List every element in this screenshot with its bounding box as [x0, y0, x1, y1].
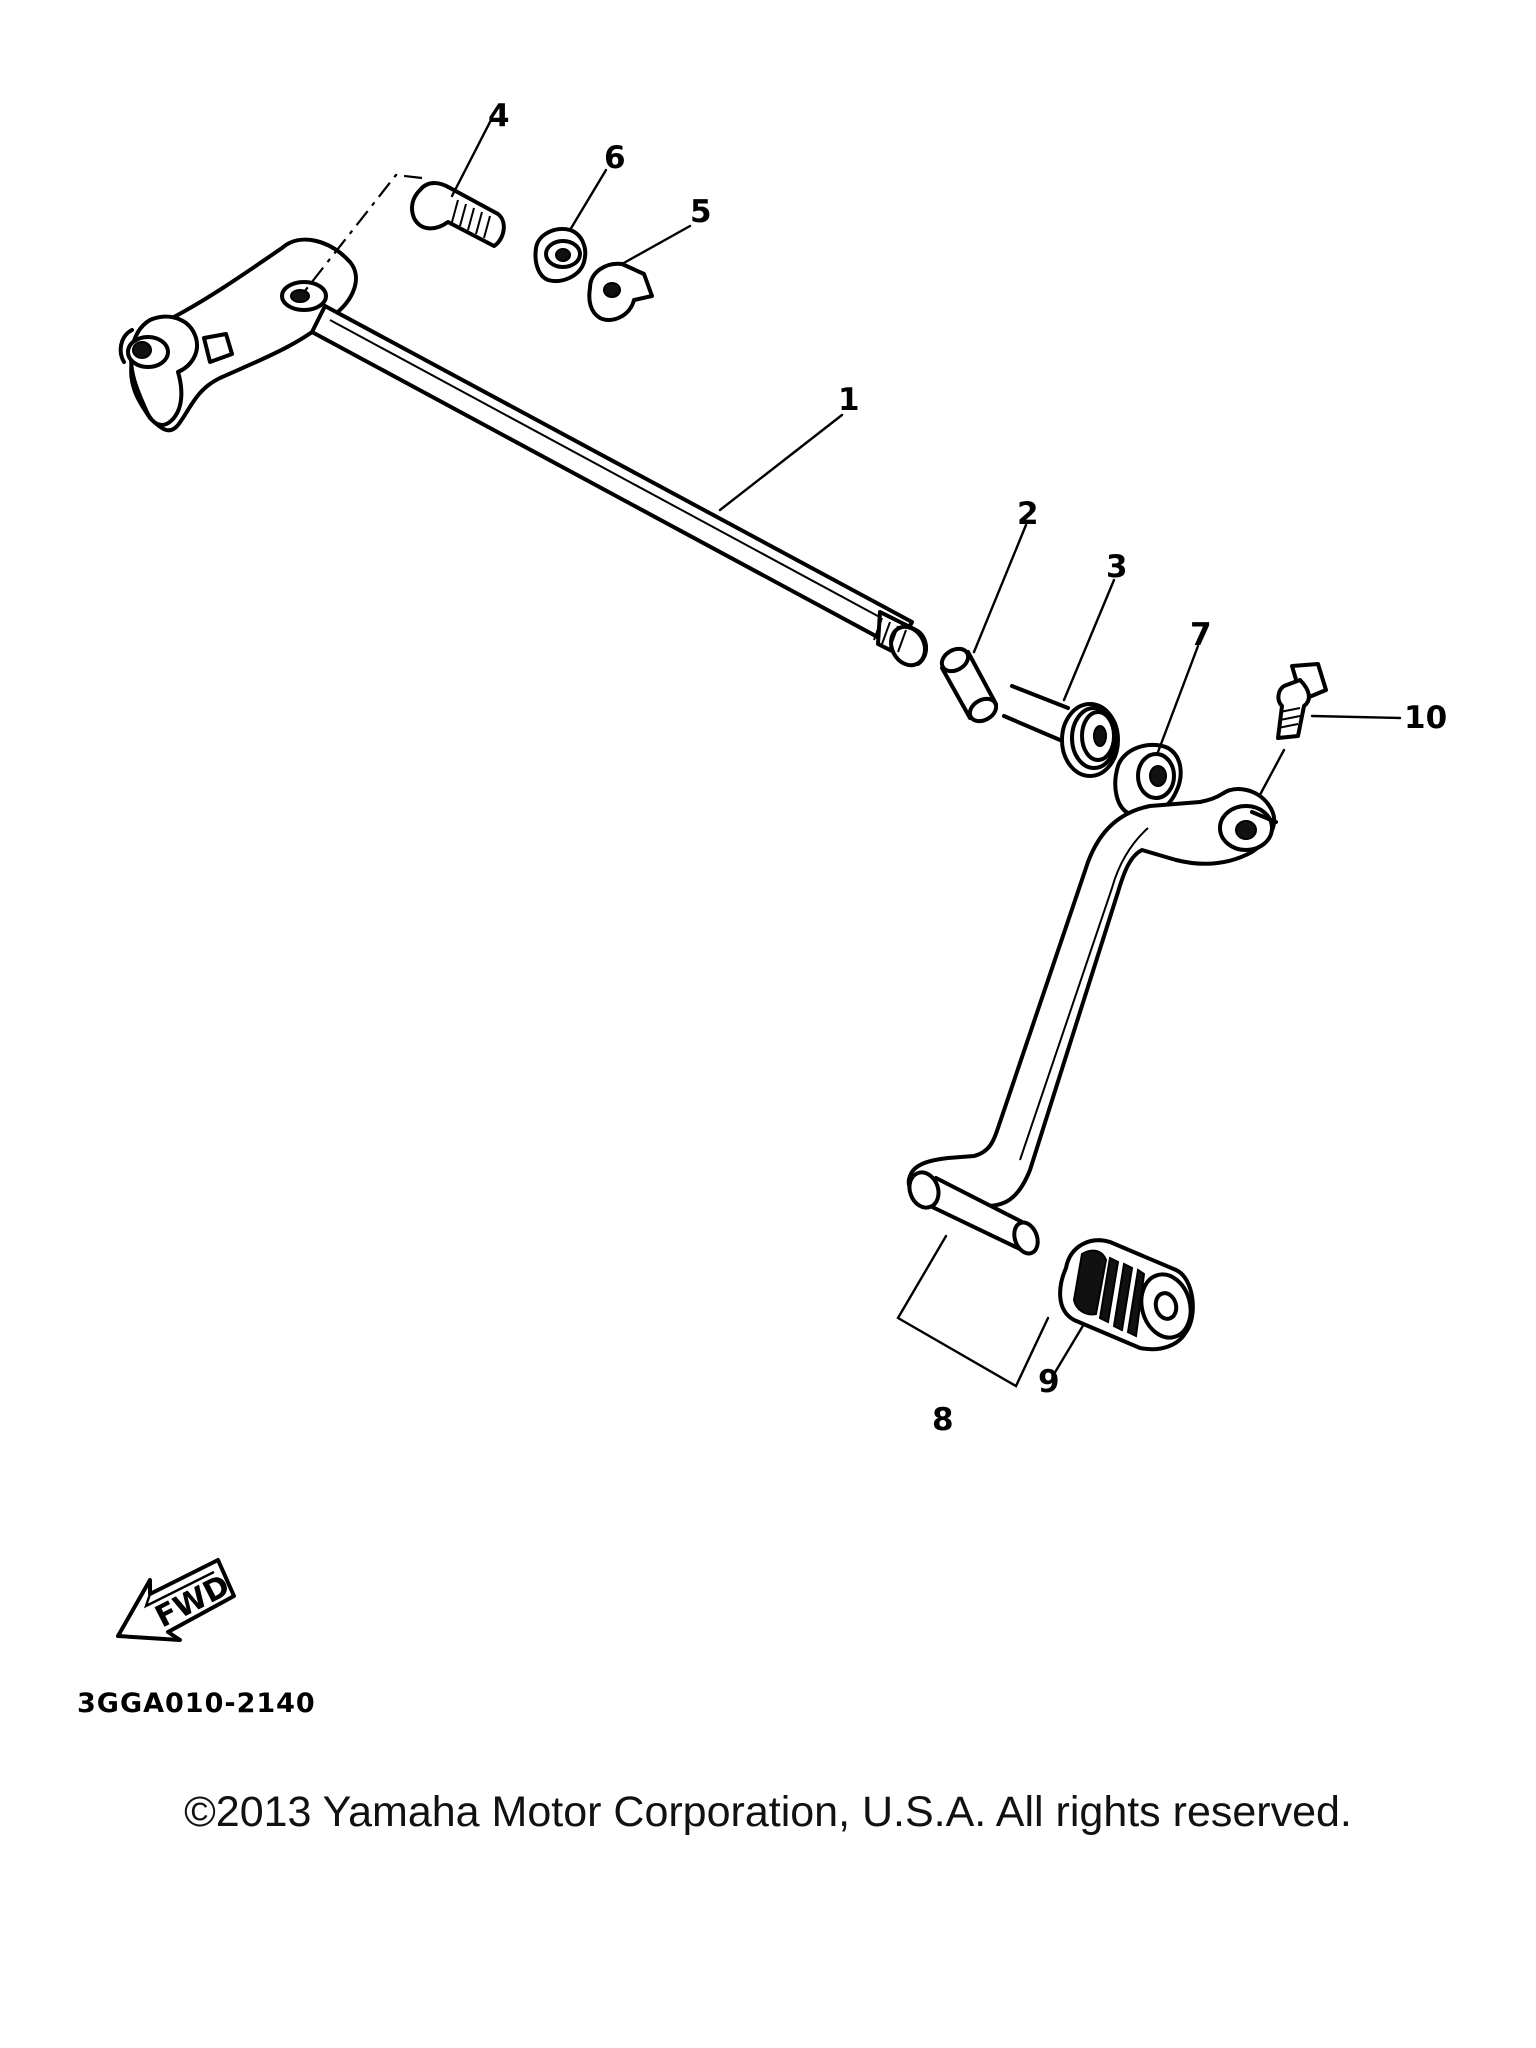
- callout-labels: 1 2 3 4 5 6 7 8 9 10: [488, 98, 1447, 1438]
- callout-9: 9: [1038, 1364, 1060, 1400]
- callout-1: 1: [838, 382, 860, 418]
- assembly-line-4: [303, 173, 423, 293]
- part-10-bolt: [1252, 662, 1402, 808]
- part-8-shift-pedal: [896, 787, 1278, 1388]
- copyright-notice: ©2013 Yamaha Motor Corporation, U.S.A. A…: [184, 1788, 1352, 1836]
- drawing-code: 3GGA010-2140: [77, 1688, 316, 1719]
- callout-8: 8: [932, 1402, 954, 1438]
- part-1-shift-shaft: [118, 237, 928, 668]
- part-6-nut: [533, 168, 608, 283]
- callout-3: 3: [1106, 549, 1128, 585]
- part-2-collar: [939, 523, 1028, 724]
- callout-10: 10: [1404, 700, 1447, 736]
- callout-6: 6: [604, 140, 626, 176]
- callout-2: 2: [1017, 496, 1039, 532]
- part-9-pedal-rubber: [1052, 1238, 1195, 1376]
- callout-7: 7: [1190, 617, 1212, 653]
- fwd-arrow-icon: FWD: [116, 1558, 236, 1642]
- part-3-spring: [1002, 578, 1120, 778]
- part-5-lock-washer: [587, 224, 692, 322]
- part-7-washer: [1113, 644, 1200, 818]
- callout-5: 5: [690, 194, 712, 230]
- callout-4: 4: [488, 98, 510, 134]
- part-4-stopper-bolt: [410, 120, 506, 248]
